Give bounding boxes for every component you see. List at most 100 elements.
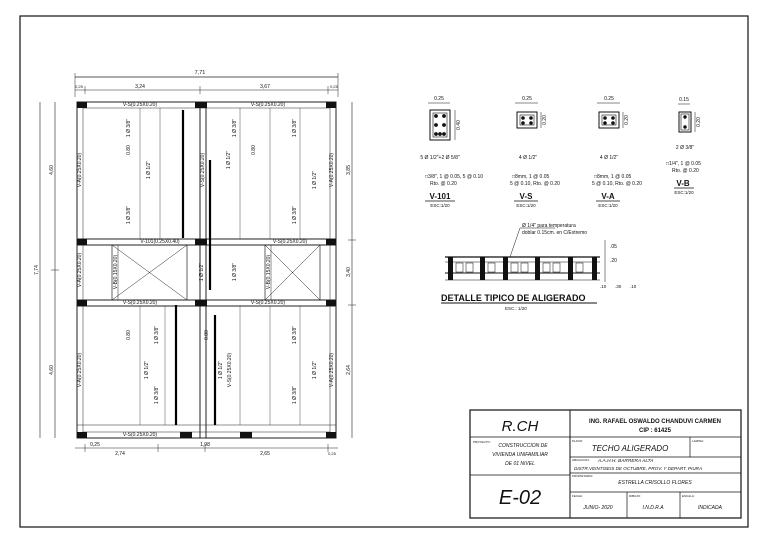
beam-open-left: V-B(0.15X0.20)	[113, 255, 119, 290]
beam-v-right-lower: V-A(0.25X0.20)	[329, 353, 335, 388]
rebar-length: 0.80	[251, 145, 257, 155]
section-stirrups: □8mm, 1 @ 0.05	[512, 174, 549, 180]
dim-top-end-right: 0,25	[330, 84, 339, 89]
section-name: V-S	[520, 192, 534, 201]
section-name: V-101	[430, 192, 451, 201]
column	[77, 239, 87, 245]
section-stirrups: □8mm, 1 @ 0.05	[594, 174, 631, 180]
beam-v-left-upper: V-A(0.25X0.20)	[77, 153, 83, 188]
detail-dim-top: .05	[610, 244, 617, 250]
detail-dim-gap1: .10	[600, 284, 607, 289]
lamina-label: LAMINA:	[692, 439, 704, 443]
rebar-label: 1 Ø 3/8"	[292, 386, 298, 404]
beam-mid-left: V-101(0.25X0.40)	[140, 239, 180, 245]
column	[180, 432, 192, 438]
section-height: 0.20	[542, 115, 548, 125]
dim-bottom: 2,74	[115, 451, 125, 457]
dim-overall: 7,71	[195, 70, 206, 76]
detail-note-1: Ø 1/4" para temperatura	[522, 223, 576, 229]
escala-label: ESCALA:	[682, 494, 695, 498]
rebar-label: 1 Ø 3/8"	[126, 206, 132, 224]
section-bars: 5 Ø 1/2"+2 Ø 5/8"	[420, 155, 459, 161]
section-rest: Rto. @ 0.20	[430, 181, 457, 187]
section-vs	[515, 102, 542, 129]
section-width: 0.25	[434, 96, 444, 102]
column	[326, 300, 336, 306]
section-width: 0.25	[604, 96, 614, 102]
columns	[77, 102, 336, 438]
section-stirrups: □3/8", 1 @ 0.05, 5 @ 0.10	[425, 174, 483, 180]
engineer-cip: CIP : 61425	[639, 428, 672, 434]
dim-left-upper: 4,60	[49, 165, 55, 175]
joist	[448, 257, 453, 280]
section-height: 0.20	[696, 117, 702, 127]
dim-bottom: 2,65	[260, 451, 270, 457]
escala: INDICADA	[698, 505, 723, 511]
section-height: 0.40	[456, 120, 462, 130]
rebar-label: 1 Ø 1/2"	[144, 361, 150, 379]
section-texts: 0.25 0.40 5 Ø 1/2"+2 Ø 5/8" □3/8", 1 @ 0…	[420, 96, 702, 208]
joist	[592, 257, 597, 280]
beam-open-right: V-B(0.15X0.20)	[266, 255, 272, 290]
dim-left-lower: 4,60	[49, 365, 55, 375]
column	[240, 432, 252, 438]
plano-label: PLANO:	[572, 439, 583, 443]
section-name: V-B	[676, 179, 690, 188]
rebar-label: 1 Ø 3/8"	[232, 263, 238, 281]
beam-v-right-upper: V-A(0.25X0.20)	[329, 153, 335, 188]
dim-top-right: 3,67	[260, 84, 270, 90]
dim-right-lower: 2,64	[346, 365, 352, 375]
dim-right-middle: 3,40	[346, 267, 352, 277]
dim-bottom: 0,25	[328, 451, 337, 456]
dibujo: I.N.D.R.A	[642, 505, 664, 511]
rebar-label: 1 Ø 3/8"	[154, 386, 160, 404]
monogram: R.CH	[502, 418, 539, 435]
section-rest: 5 @ 0.10, Rto. @ 0.20	[592, 181, 642, 187]
column	[77, 300, 87, 306]
beam-v-left-mid: V-A(0.25X0.20)	[77, 253, 83, 288]
column	[326, 432, 336, 438]
dim-left-overall: 7,74	[34, 265, 40, 275]
rebar-label: 1 Ø 1/2"	[312, 361, 318, 379]
joist	[535, 257, 540, 280]
beam-v-left-lower: V-A(0.25X0.20)	[77, 353, 83, 388]
section-stirrups: □1/4", 1 @ 0.05	[666, 161, 701, 167]
rebar-label: 1 Ø 1/2"	[218, 361, 224, 379]
slab-detail: Ø 1/4" para temperatura doblar 0.15cm. e…	[441, 223, 637, 311]
beam-top-left: V-S(0.25X0.20)	[123, 102, 158, 108]
section-width: 0.25	[522, 96, 532, 102]
dim-right-upper: 3,85	[346, 165, 352, 175]
section-scale: ESC:1/20	[598, 203, 618, 208]
ubicacion-label: UBICACION:	[572, 458, 590, 462]
rebar-label: 1 Ø 3/8"	[292, 206, 298, 224]
joist	[568, 257, 573, 280]
rebar-length: 0.80	[126, 330, 132, 340]
rebar-label: 1 Ø 1/2"	[146, 161, 152, 179]
engineer-name: ING. RAFAEL OSWALDO CHANDUVI CARMEN	[589, 419, 721, 425]
beam-low-right: V-S(0.25X0.20)	[251, 300, 286, 306]
beam-mid-right: V-S(0.25X0.20)	[273, 239, 308, 245]
column	[77, 432, 87, 438]
propietario: ESTRELLA CRISOLLO FLORES	[618, 480, 692, 486]
joist	[480, 257, 485, 280]
plano-title: TECHO ALIGERADO	[592, 444, 669, 453]
beam-v-mid-lower: V-S(0.25X0.20)	[227, 353, 233, 388]
rebar-length: 0.80	[126, 145, 132, 155]
beam-bottom: V-S(0.25X0.20)	[123, 432, 158, 438]
rebar-label: 1 Ø 1/2"	[312, 171, 318, 189]
joist	[503, 257, 508, 280]
column	[326, 239, 336, 245]
propietario-label: PROPIETARIO:	[572, 474, 593, 478]
section-vb	[678, 103, 696, 133]
section-scale: ESC:1/20	[516, 203, 536, 208]
section-va	[597, 102, 624, 129]
section-scale: ESC:1/20	[430, 203, 450, 208]
rebar-label: 1 Ø 3/8"	[292, 119, 298, 137]
section-name: V-A	[601, 192, 615, 201]
column	[195, 300, 207, 306]
section-rest: 5 @ 0.10, Rto. @ 0.20	[510, 181, 560, 187]
detail-scale: ESC.: 1/20	[505, 306, 527, 311]
beam-low-left: V-S(0.25X0.20)	[123, 300, 158, 306]
